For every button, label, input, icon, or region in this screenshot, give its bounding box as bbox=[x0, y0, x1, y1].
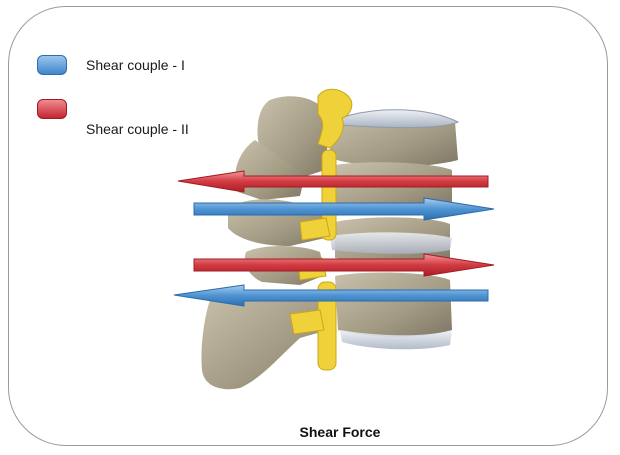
caption-text: Shear Force bbox=[300, 424, 381, 440]
posterior-elements bbox=[201, 96, 330, 389]
vertebral-bodies bbox=[330, 110, 458, 350]
diagram-caption: Shear Force bbox=[0, 424, 620, 440]
